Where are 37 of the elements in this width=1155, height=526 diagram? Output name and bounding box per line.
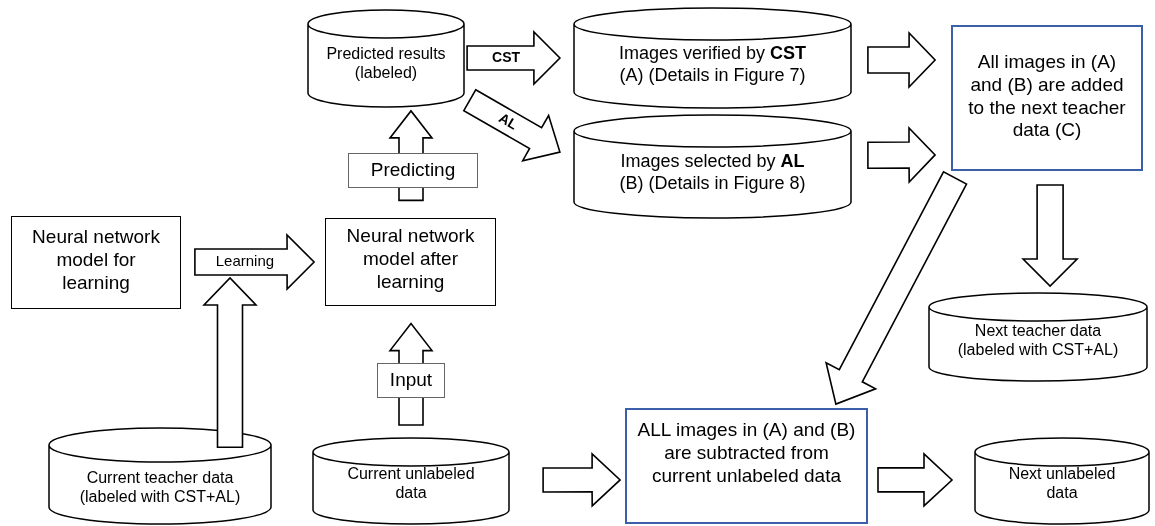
block-arrow: [824, 170, 968, 406]
node-label: Next teacher data (labeled with CST+AL): [956, 321, 1120, 360]
node-label: Predicted results (labeled): [325, 44, 447, 83]
edge-label-box: Predicting: [348, 153, 478, 188]
node-label: Current teacher data (labeled with CST+AL): [78, 468, 242, 507]
edge-label: CST: [491, 49, 522, 65]
node-label: Neural network model after learning: [345, 225, 476, 294]
edge-label-box: Input: [377, 363, 445, 398]
database-cylinder: [312, 438, 510, 524]
node-label: Images verified by CST (A) (Details in Figure 7): [617, 43, 808, 87]
node-label: All images in (A) and (B) are added to the next teacher data (C): [967, 51, 1127, 143]
node-label: Neural network model for learning: [31, 226, 161, 295]
edge-label: Learning: [214, 253, 276, 270]
block-arrow: [194, 233, 316, 291]
block-arrow: [542, 452, 622, 508]
block-arrow: [867, 126, 937, 184]
database-cylinder: [307, 10, 465, 107]
process-box: [325, 218, 496, 306]
process-box: [951, 25, 1143, 171]
database-cylinder: [48, 428, 272, 524]
node-label: Images selected by AL (B) (Details in Figure 8): [618, 151, 807, 195]
edge-label: AL: [494, 108, 521, 135]
block-arrow: [462, 88, 561, 162]
database-cylinder: [573, 8, 852, 108]
block-arrow: [877, 452, 954, 508]
node-label: ALL images in (A) and (B) are subtracted from current unlabeled data: [636, 419, 857, 488]
block-arrow: [867, 31, 937, 89]
process-box: [625, 408, 868, 524]
database-cylinder: [573, 115, 852, 218]
block-arrow: [466, 30, 562, 86]
process-box: [11, 216, 181, 309]
database-cylinder: [974, 438, 1150, 524]
database-cylinder: [928, 293, 1148, 381]
block-arrow: [1021, 184, 1080, 288]
node-label: Current unlabeled data: [346, 464, 476, 503]
block-arrow: [202, 276, 258, 448]
node-label: Next unlabeled data: [1007, 464, 1117, 503]
